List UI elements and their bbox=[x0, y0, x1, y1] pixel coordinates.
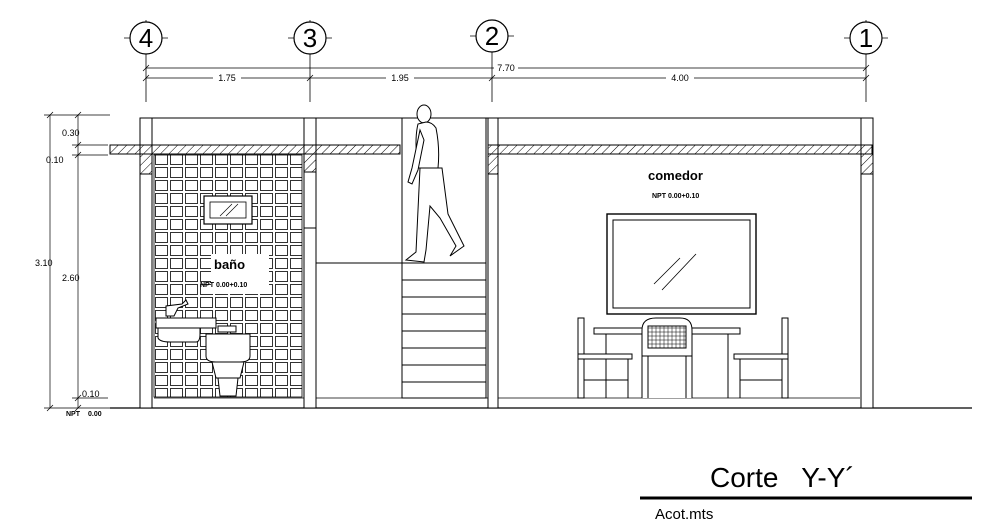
drawing-title: Corte Y-Y´ bbox=[710, 462, 855, 493]
wall-painting bbox=[606, 213, 757, 315]
scale-note: Acot.mts bbox=[655, 506, 713, 523]
npt-value: 0.00 bbox=[88, 411, 102, 418]
chair-right bbox=[733, 317, 789, 399]
axis-label-3: 3 bbox=[303, 23, 317, 53]
door-frame bbox=[303, 171, 317, 229]
dim-vertical-total: 3.10 bbox=[35, 258, 53, 268]
axis-1: 1 bbox=[844, 20, 888, 102]
axis-3: 3 bbox=[288, 20, 332, 102]
toilet bbox=[205, 325, 251, 397]
dim-bg bbox=[494, 63, 518, 73]
dim-vertical-slab: 0.30 bbox=[62, 128, 80, 138]
dim-segment-1: 1.75 bbox=[218, 73, 236, 83]
dim-segment-3: 4.00 bbox=[671, 73, 689, 83]
sink bbox=[155, 299, 217, 343]
axis-label-2: 2 bbox=[485, 21, 499, 51]
axis-bubble bbox=[475, 19, 509, 53]
dim-segment-2: 1.95 bbox=[391, 73, 409, 83]
dim-bg bbox=[386, 73, 414, 83]
axis-bubble bbox=[849, 21, 883, 55]
dim-total: 7.70 bbox=[497, 63, 515, 73]
dim-vertical-slab-thin: 0.10 bbox=[46, 155, 64, 165]
room-name-bano: baño bbox=[214, 257, 245, 272]
dim-bg bbox=[666, 73, 694, 83]
axis-label-1: 1 bbox=[859, 23, 873, 53]
dim-vertical-height: 2.60 bbox=[62, 273, 80, 283]
room-level-bano: NPT 0.00+0.10 bbox=[200, 282, 247, 289]
person-figure bbox=[404, 104, 465, 263]
chair-left bbox=[577, 317, 633, 399]
vertical-dimensions bbox=[44, 111, 110, 412]
axis-2: 2 bbox=[470, 19, 514, 102]
npt-label: NPT bbox=[66, 411, 81, 418]
dim-bg bbox=[213, 73, 241, 83]
label-bg bbox=[211, 254, 269, 294]
label-bg bbox=[642, 163, 742, 203]
slab bbox=[109, 144, 874, 175]
room-name-comedor: comedor bbox=[648, 168, 703, 183]
axis-label-4: 4 bbox=[139, 23, 153, 53]
axis-4: 4 bbox=[124, 20, 168, 102]
axis-bubble bbox=[293, 21, 327, 55]
room-level-comedor: NPT 0.00+0.10 bbox=[652, 193, 699, 200]
axis-bubble bbox=[129, 21, 163, 55]
mirror bbox=[203, 195, 253, 225]
dim-vertical-base: 0.10 bbox=[82, 389, 100, 399]
chair-center bbox=[641, 317, 693, 398]
stairs bbox=[401, 118, 487, 399]
